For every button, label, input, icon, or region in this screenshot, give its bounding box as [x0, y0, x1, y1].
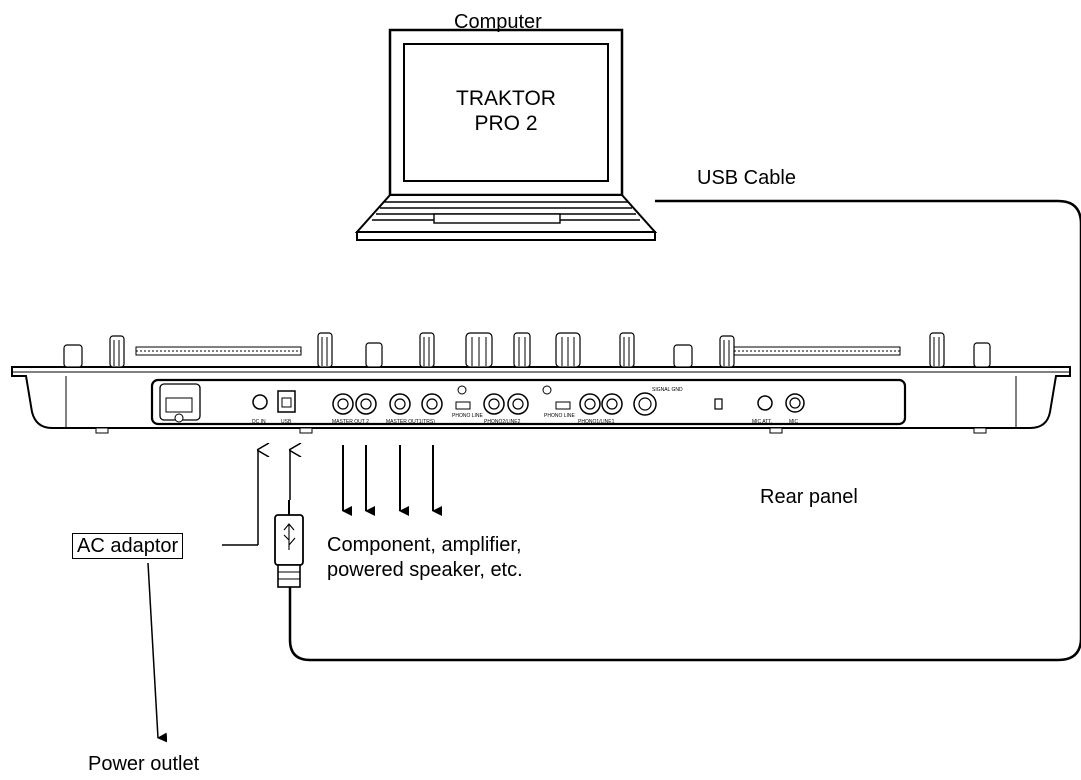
screen-line1: TRAKTOR [456, 87, 556, 110]
knob [929, 332, 945, 368]
panel-label-mic: MIC [789, 419, 799, 425]
mic-att-knob [757, 395, 773, 411]
knob [365, 342, 383, 368]
knob [973, 342, 991, 368]
component-label: Component, amplifier, powered speaker, e… [327, 533, 523, 583]
knob [419, 332, 435, 368]
component-line2: powered speaker, etc. [327, 559, 523, 581]
knob [109, 335, 125, 368]
arrow-to-power-outlet [147, 562, 168, 743]
ac-adaptor-box: AC adaptor [72, 533, 184, 559]
laptop-front-edge [356, 231, 656, 241]
panel-label-phono-line-a: PHONO LINE [452, 413, 484, 419]
panel-label-dc-in: DC IN [252, 419, 266, 425]
knob [317, 332, 333, 368]
usb-cable-label: USB Cable [697, 167, 796, 189]
panel-label-mic-att: MIC ATT. [752, 419, 772, 425]
panel-label-master-out2: MASTER OUT 2 [332, 419, 369, 425]
screen-text: TRAKTOR PRO 2 [416, 86, 596, 136]
component-line1: Component, amplifier, [327, 534, 522, 556]
dj-controller [11, 332, 1071, 434]
knob [673, 344, 693, 368]
computer-label: Computer [454, 11, 542, 33]
dc-in-jack [252, 394, 268, 410]
rear-panel-label: Rear panel [760, 486, 858, 508]
jog-wheel-grill-right [729, 346, 901, 356]
laptop-touchpad [433, 213, 561, 224]
laptop-illustration [354, 28, 658, 241]
panel-label-usb: USB [281, 419, 292, 425]
knob [719, 335, 735, 368]
panel-label-phono-line-b: PHONO LINE [544, 413, 576, 419]
rear-panel-labels: DC IN USB MASTER OUT 2 MASTER OUT1(TRS) … [252, 387, 799, 425]
laptop-screen [403, 43, 609, 182]
usb-cable [288, 199, 1081, 662]
knob [63, 344, 83, 368]
jog-wheel-grill-left [135, 346, 302, 356]
panel-label-phono2-line2: PHONO2/LINE2 [484, 419, 521, 425]
knob [619, 332, 635, 368]
panel-label-signal-gnd: SIGNAL GND [652, 387, 683, 393]
knob [513, 332, 531, 368]
screen-line2: PRO 2 [474, 112, 538, 136]
power-outlet-label: Power outlet [88, 753, 200, 775]
usb-plug [274, 514, 304, 588]
panel-label-phono1-line1: PHONO1/LINE1 [578, 419, 615, 425]
security-slot [714, 398, 723, 410]
panel-label-master-out1: MASTER OUT1(TRS) [386, 419, 435, 425]
